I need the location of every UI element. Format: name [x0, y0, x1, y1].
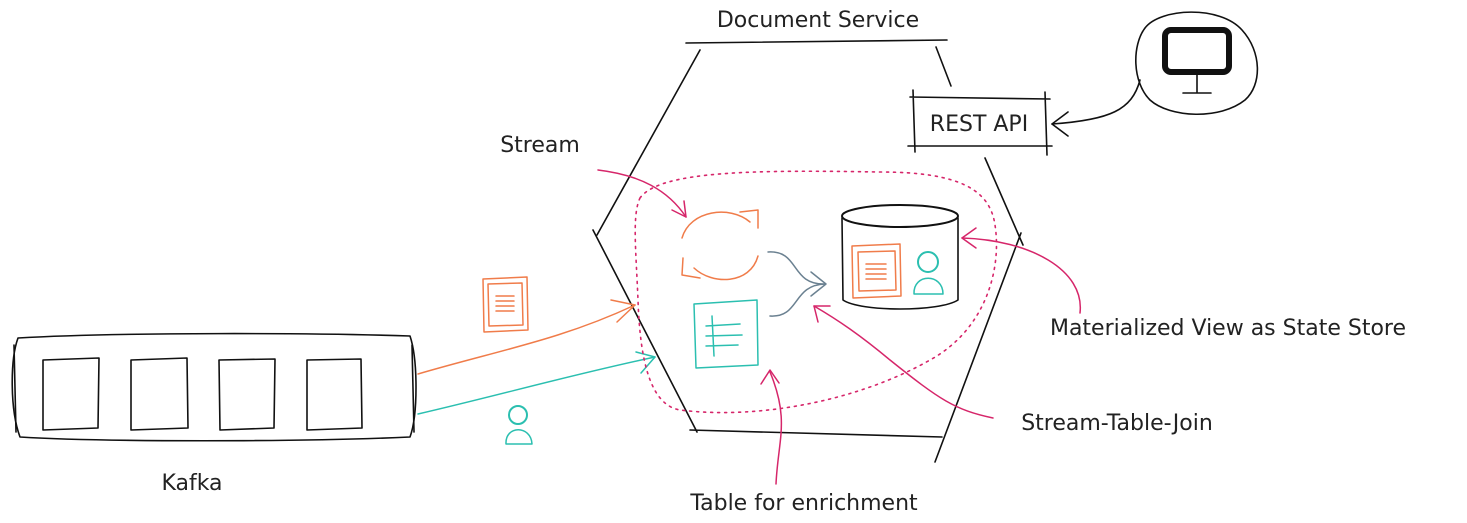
rest-api-label: REST API — [930, 112, 1028, 137]
stream-pointer-arrow — [597, 169, 687, 218]
database-icon[interactable] — [841, 204, 959, 310]
stream-flow-arrow — [417, 299, 636, 375]
document-icon — [482, 276, 529, 333]
monitor-icon — [1162, 27, 1232, 94]
table-enrichment-arrow — [760, 369, 783, 485]
client-circle[interactable] — [1135, 11, 1259, 115]
kafka-partition — [130, 357, 189, 431]
kafka-partition — [42, 357, 100, 431]
refresh-icon — [681, 209, 759, 281]
user-icon — [913, 251, 944, 295]
table-icon — [693, 299, 759, 369]
kafka-label: Kafka — [161, 471, 222, 496]
stream-table-join-label: Stream-Table-Join — [1021, 411, 1213, 436]
materialized-view-arrow — [961, 227, 1081, 314]
join-arrows — [767, 251, 827, 317]
stream-table-join-arrow — [813, 305, 994, 419]
document-icon — [851, 243, 902, 299]
kafka-partition — [306, 358, 363, 431]
table-flow-arrow — [417, 351, 656, 415]
table-for-enrichment-label: Table for enrichment — [689, 491, 918, 516]
client-to-api-arrow — [1051, 79, 1141, 137]
kafka-topic[interactable] — [11, 332, 417, 442]
document-service-hexagon — [592, 39, 1024, 463]
user-icon — [505, 405, 533, 445]
stream-label: Stream — [500, 133, 580, 158]
materialized-view-label: Materialized View as State Store — [1050, 316, 1406, 341]
kafka-partition — [218, 358, 276, 431]
document-service-label: Document Service — [717, 8, 919, 33]
rest-api-box[interactable]: REST API — [907, 89, 1053, 156]
